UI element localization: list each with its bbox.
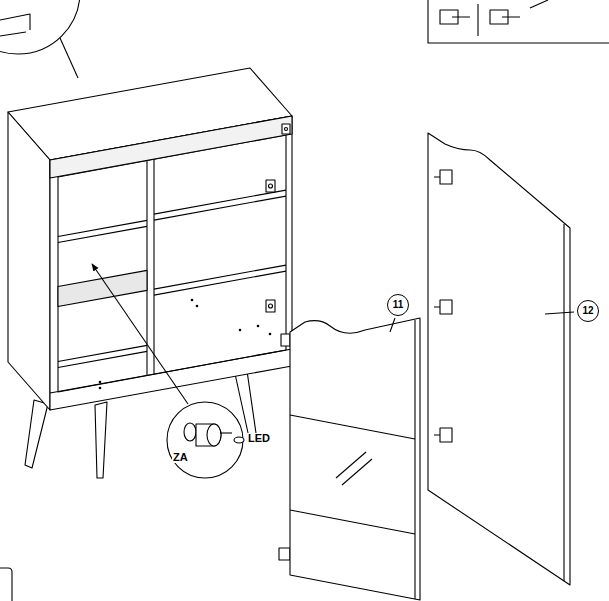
leader-line — [545, 312, 574, 314]
glass-shelf — [58, 270, 147, 306]
callout-number: 12 — [582, 306, 593, 316]
side-panel — [8, 112, 50, 410]
shelf — [154, 265, 286, 289]
led-symbol — [234, 437, 244, 443]
shelf — [154, 271, 286, 295]
detail-leader — [60, 38, 78, 78]
hinge-inset — [428, 0, 609, 43]
shelf — [154, 190, 286, 214]
leg — [25, 400, 48, 468]
callout-circle: 12 — [577, 300, 599, 322]
detail-circle — [167, 402, 243, 478]
bottom-panel — [50, 349, 292, 393]
shelf — [58, 351, 147, 367]
divider — [153, 159, 154, 374]
pointer-arrow — [92, 264, 188, 404]
shelf-support-pin — [184, 423, 232, 446]
part-label: LED — [247, 433, 271, 444]
leader-line — [390, 318, 395, 332]
detail-lines — [0, 14, 30, 36]
interior — [58, 135, 286, 392]
shelf — [58, 226, 147, 242]
part-label: ZA — [172, 452, 189, 463]
front-frame — [50, 116, 292, 410]
leg — [95, 402, 107, 478]
detail-circle — [0, 0, 80, 54]
glass-door — [279, 318, 420, 600]
hinge-plates — [266, 124, 290, 312]
top-band — [50, 116, 292, 178]
callout-circle: 11 — [387, 294, 409, 316]
frame-corner — [0, 568, 12, 601]
solid-door — [428, 133, 574, 585]
shelf — [154, 196, 286, 220]
callout-number: 11 — [393, 300, 404, 310]
